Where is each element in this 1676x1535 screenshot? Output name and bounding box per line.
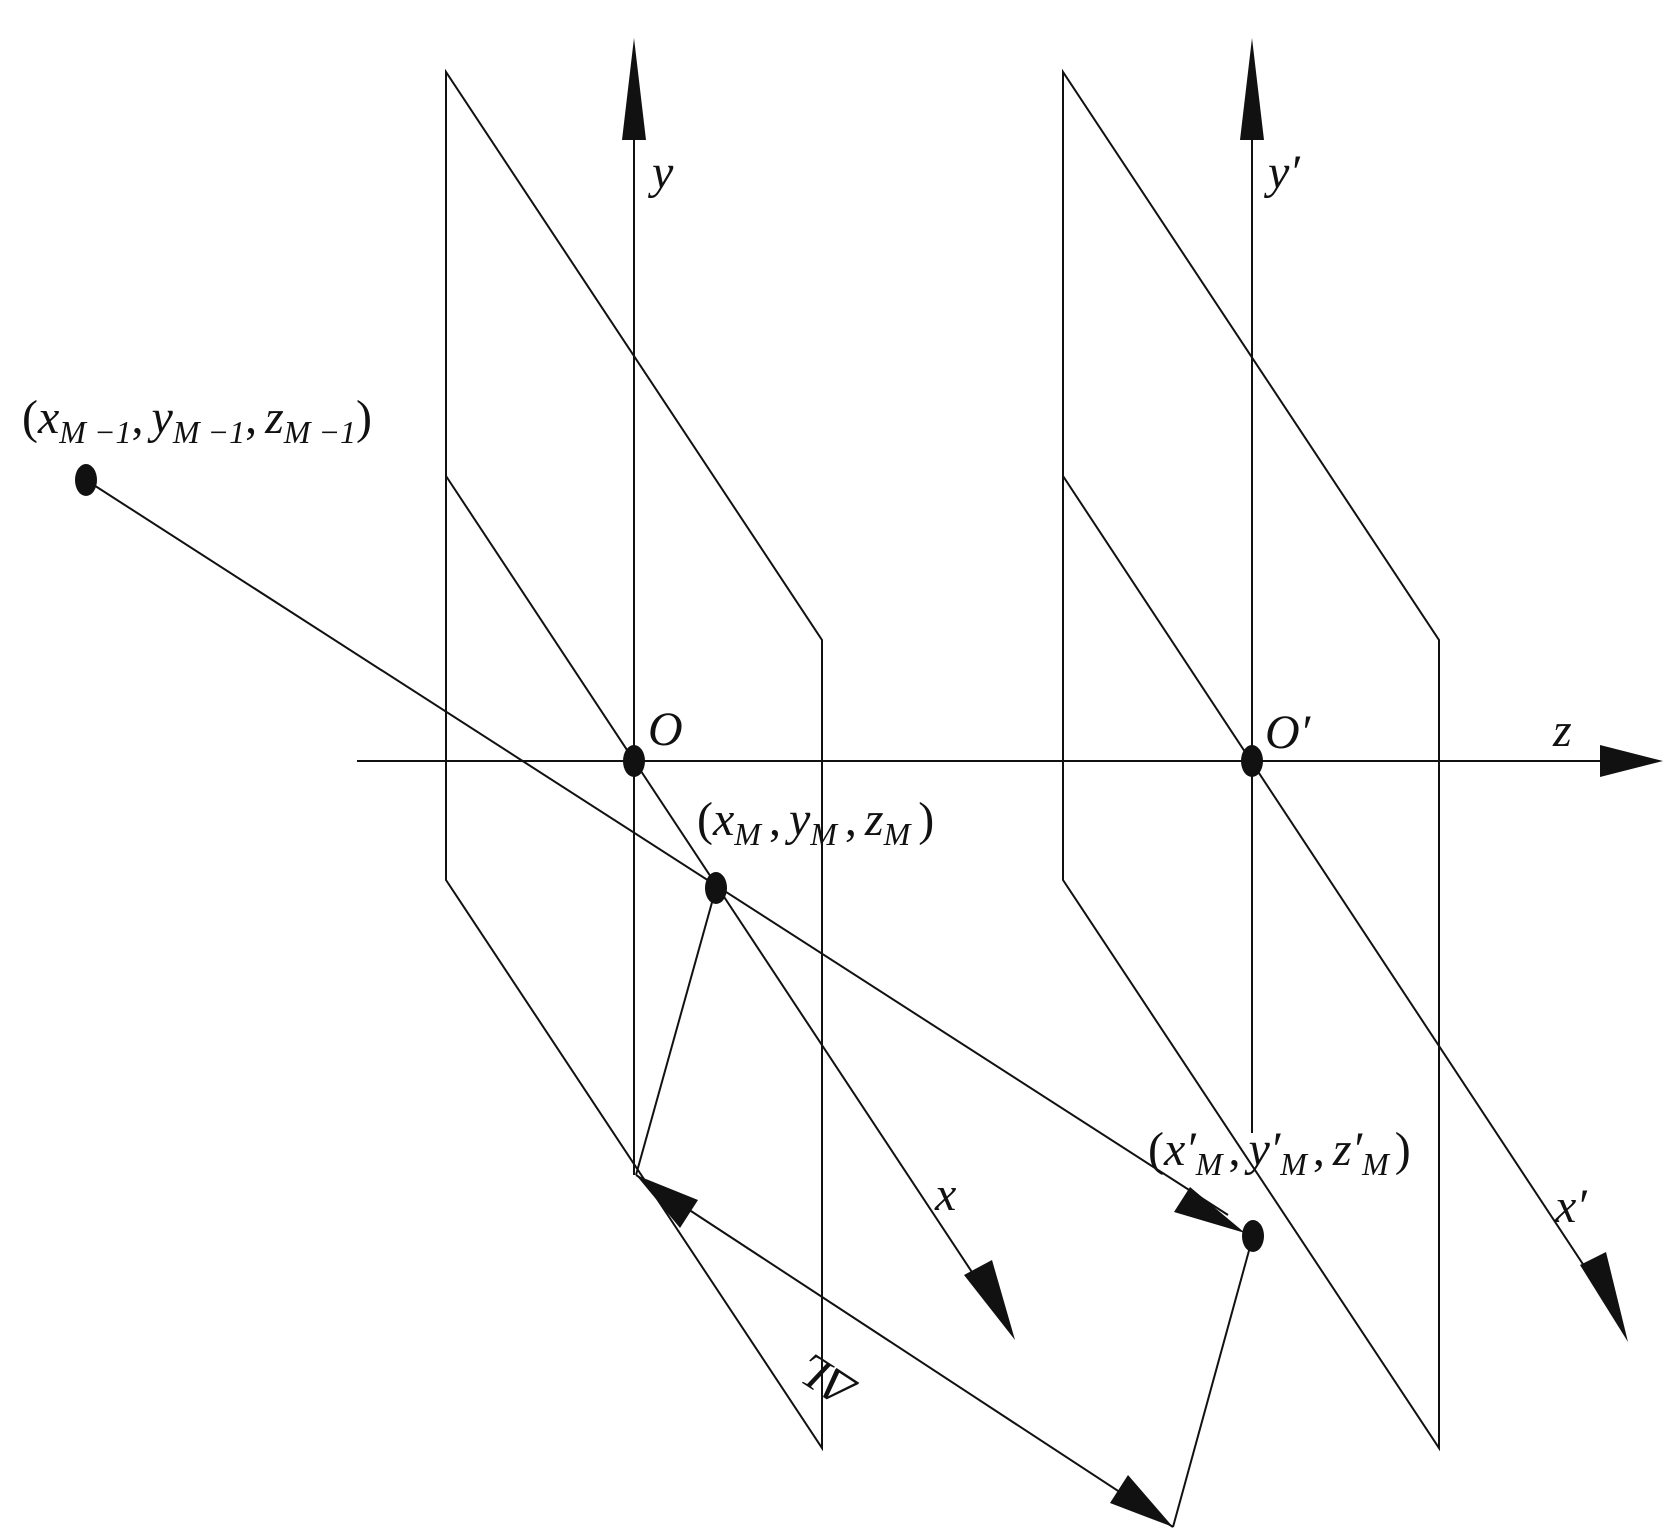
- point-m-prime-label: (x′M,y′M,z′M): [1148, 1123, 1411, 1182]
- pm-drop-line: [635, 887, 717, 1176]
- ray-arrowhead: [1174, 1187, 1245, 1233]
- delta-l-line: [635, 1174, 1174, 1528]
- ray-line: [85, 479, 1229, 1216]
- origin-o-prime-point: [1241, 745, 1263, 777]
- delta-l-arrowhead-end: [1110, 1475, 1173, 1527]
- z-axis-label: z: [1552, 704, 1572, 757]
- pm-prime-drop-line: [1172, 1235, 1254, 1528]
- y-prime-axis-label: y′: [1263, 146, 1301, 199]
- right-plane: [1062, 68, 1440, 1452]
- delta-l-label: ΔL: [789, 1343, 866, 1419]
- x-prime-axis-line: [1062, 475, 1601, 1291]
- z-axis-arrowhead: [1600, 745, 1663, 777]
- x-axis-arrowhead: [964, 1260, 1015, 1340]
- left-plane: [445, 68, 823, 1452]
- x-axis-label: x: [934, 1168, 956, 1221]
- origin-o-point: [623, 745, 645, 777]
- point-m-minus-1: [75, 464, 97, 496]
- x-prime-axis-arrowhead: [1580, 1252, 1628, 1342]
- point-m-minus-1-label: (xM −1,yM −1,zM −1): [22, 391, 372, 450]
- origin-o-label: O: [648, 703, 683, 756]
- point-m-prime: [1242, 1220, 1264, 1252]
- x-prime-axis-label: x′: [1554, 1180, 1588, 1233]
- y-axis-arrowhead: [622, 38, 646, 140]
- y-axis-label: y: [647, 146, 674, 199]
- y-prime-axis-arrowhead: [1240, 38, 1264, 140]
- point-m-label: (xM,yM,zM): [697, 793, 934, 852]
- origin-o-prime-label: O′: [1265, 706, 1312, 759]
- delta-l-arrowhead-start: [636, 1175, 698, 1228]
- point-m: [705, 872, 727, 904]
